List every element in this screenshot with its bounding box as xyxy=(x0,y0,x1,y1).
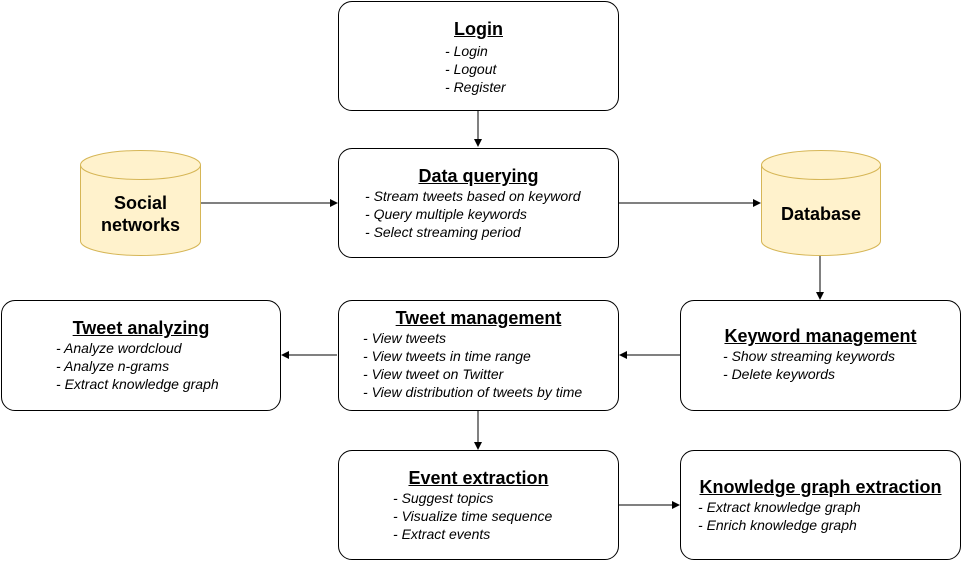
cylinder-shape xyxy=(80,150,201,256)
tweet-management-items: View tweets View tweets in time range Vi… xyxy=(363,329,618,401)
list-item: Analyze wordcloud xyxy=(56,339,280,357)
list-item: View distribution of tweets by time xyxy=(363,383,618,401)
kg-extraction-items: Extract knowledge graph Enrich knowledge… xyxy=(698,498,960,534)
event-extraction-box: Event extraction Suggest topics Visualiz… xyxy=(338,450,619,560)
list-item: Query multiple keywords xyxy=(365,205,618,223)
tweet-management-box: Tweet management View tweets View tweets… xyxy=(338,300,619,411)
list-item: View tweets in time range xyxy=(363,347,618,365)
keyword-management-box: Keyword management Show streaming keywor… xyxy=(680,300,961,411)
keyword-management-title: Keyword management xyxy=(724,326,917,346)
list-item: Enrich knowledge graph xyxy=(698,516,960,534)
tweet-analyzing-title: Tweet analyzing xyxy=(72,318,210,338)
social-networks-label-line2: networks xyxy=(100,215,181,235)
list-item: Register xyxy=(445,78,618,96)
social-networks-label-line1: Social xyxy=(113,193,168,213)
list-item: Delete keywords xyxy=(723,365,960,383)
list-item: Logout xyxy=(445,60,618,78)
list-item: Login xyxy=(445,42,618,60)
event-extraction-title: Event extraction xyxy=(408,468,549,488)
login-title: Login xyxy=(454,19,503,39)
data-querying-items: Stream tweets based on keyword Query mul… xyxy=(365,187,618,241)
cylinder-shape xyxy=(761,150,881,256)
event-extraction-items: Suggest topics Visualize time sequence E… xyxy=(393,489,618,543)
kg-extraction-box: Knowledge graph extraction Extract knowl… xyxy=(680,450,961,560)
login-items: Login Logout Register xyxy=(445,42,618,96)
list-item: Extract knowledge graph xyxy=(56,375,280,393)
list-item: View tweets xyxy=(363,329,618,347)
list-item: Visualize time sequence xyxy=(393,507,618,525)
list-item: Extract events xyxy=(393,525,618,543)
list-item: Analyze n-grams xyxy=(56,357,280,375)
list-item: Show streaming keywords xyxy=(723,347,960,365)
data-querying-box: Data querying Stream tweets based on key… xyxy=(338,148,619,258)
tweet-management-title: Tweet management xyxy=(395,308,562,328)
list-item: Select streaming period xyxy=(365,223,618,241)
list-item: Extract knowledge graph xyxy=(698,498,960,516)
tweet-analyzing-items: Analyze wordcloud Analyze n-grams Extrac… xyxy=(56,339,280,393)
data-querying-title: Data querying xyxy=(418,166,539,186)
keyword-management-items: Show streaming keywords Delete keywords xyxy=(723,347,960,383)
tweet-analyzing-box: Tweet analyzing Analyze wordcloud Analyz… xyxy=(1,300,281,411)
database-label: Database xyxy=(780,204,862,224)
kg-extraction-title: Knowledge graph extraction xyxy=(699,477,942,497)
list-item: View tweet on Twitter xyxy=(363,365,618,383)
list-item: Suggest topics xyxy=(393,489,618,507)
login-box: Login Login Logout Register xyxy=(338,1,619,111)
list-item: Stream tweets based on keyword xyxy=(365,187,618,205)
database-cylinder: Database xyxy=(761,150,881,256)
social-networks-cylinder: Social networks xyxy=(80,150,201,256)
